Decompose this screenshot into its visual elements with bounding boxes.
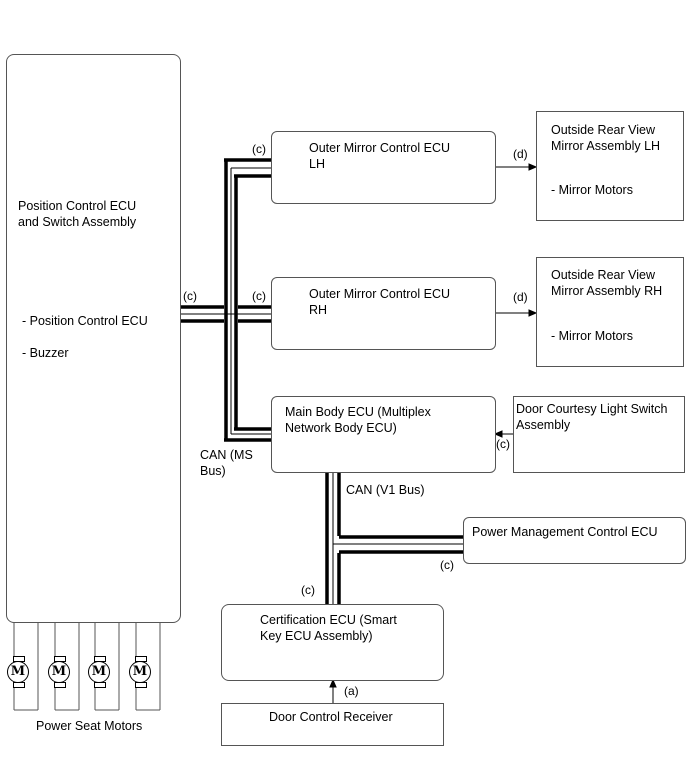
connector-label-door-courtesy: (c) <box>496 437 510 451</box>
mirror-assembly-rh-box: Outside Rear View Mirror Assembly RH - M… <box>536 257 684 367</box>
power-management-ecu-title: Power Management Control ECU <box>472 525 658 539</box>
connector-label-power-management: (c) <box>440 558 454 572</box>
door-control-receiver-title: Door Control Receiver <box>269 710 393 724</box>
door-courtesy-switch-title: Door Courtesy Light Switch Assembly <box>516 402 668 432</box>
motor-label: M <box>129 661 151 683</box>
mirror-assembly-rh-item: - Mirror Motors <box>551 329 633 343</box>
mirror-assembly-lh-title: Outside Rear View Mirror Assembly LH <box>551 123 661 153</box>
can-v1-bus-label: CAN (V1 Bus) <box>346 483 425 497</box>
v1-bus-lines <box>325 473 463 604</box>
connector-label-receiver: (a) <box>344 684 359 698</box>
main-body-ecu-title: Main Body ECU (Multiplex Network Body EC… <box>285 405 431 435</box>
outer-mirror-ecu-rh-box: Outer Mirror Control ECU RH <box>271 277 496 350</box>
ms-bus-lines <box>180 158 271 442</box>
position-control-title: Position Control ECU and Switch Assembly <box>18 199 137 229</box>
mirror-assembly-lh-box: Outside Rear View Mirror Assembly LH - M… <box>536 111 684 221</box>
motor-label: M <box>48 661 70 683</box>
connector-label-mirror-lh: (d) <box>513 147 528 161</box>
outer-mirror-ecu-lh-box: Outer Mirror Control ECU LH <box>271 131 496 204</box>
mirror-assembly-lh-item: - Mirror Motors <box>551 183 633 197</box>
mirror-assembly-rh-title: Outside Rear View Mirror Assembly RH <box>551 268 663 298</box>
signal-arrows <box>329 163 538 703</box>
motor-symbol-2: M <box>48 656 70 688</box>
connector-label-lh: (c) <box>252 142 266 156</box>
can-ms-bus-label: CAN (MS Bus) <box>200 448 253 478</box>
power-seat-motors-label: Power Seat Motors <box>36 719 143 733</box>
certification-ecu-box: Certification ECU (Smart Key ECU Assembl… <box>221 604 444 681</box>
position-control-ecu-box: Position Control ECU and Switch Assembly… <box>6 54 181 623</box>
door-courtesy-switch-box: Door Courtesy Light Switch Assembly <box>513 396 685 473</box>
connector-label-rh: (c) <box>252 289 266 303</box>
motor-label: M <box>88 661 110 683</box>
motor-symbol-3: M <box>88 656 110 688</box>
outer-mirror-ecu-rh-title: Outer Mirror Control ECU RH <box>309 287 450 317</box>
motor-label: M <box>7 661 29 683</box>
door-control-receiver-box: Door Control Receiver <box>221 703 444 746</box>
connector-label-mirror-rh: (d) <box>513 290 528 304</box>
position-control-item-ecu: - Position Control ECU <box>22 314 148 328</box>
connector-label-certification: (c) <box>301 583 315 597</box>
power-management-ecu-box: Power Management Control ECU <box>463 517 686 564</box>
motor-symbol-4: M <box>129 656 151 688</box>
certification-ecu-title: Certification ECU (Smart Key ECU Assembl… <box>260 613 397 643</box>
connector-label-position: (c) <box>183 289 197 303</box>
position-control-item-buzzer: - Buzzer <box>22 346 69 360</box>
outer-mirror-ecu-lh-title: Outer Mirror Control ECU LH <box>309 141 450 171</box>
motor-symbol-1: M <box>7 656 29 688</box>
main-body-ecu-box: Main Body ECU (Multiplex Network Body EC… <box>271 396 496 473</box>
